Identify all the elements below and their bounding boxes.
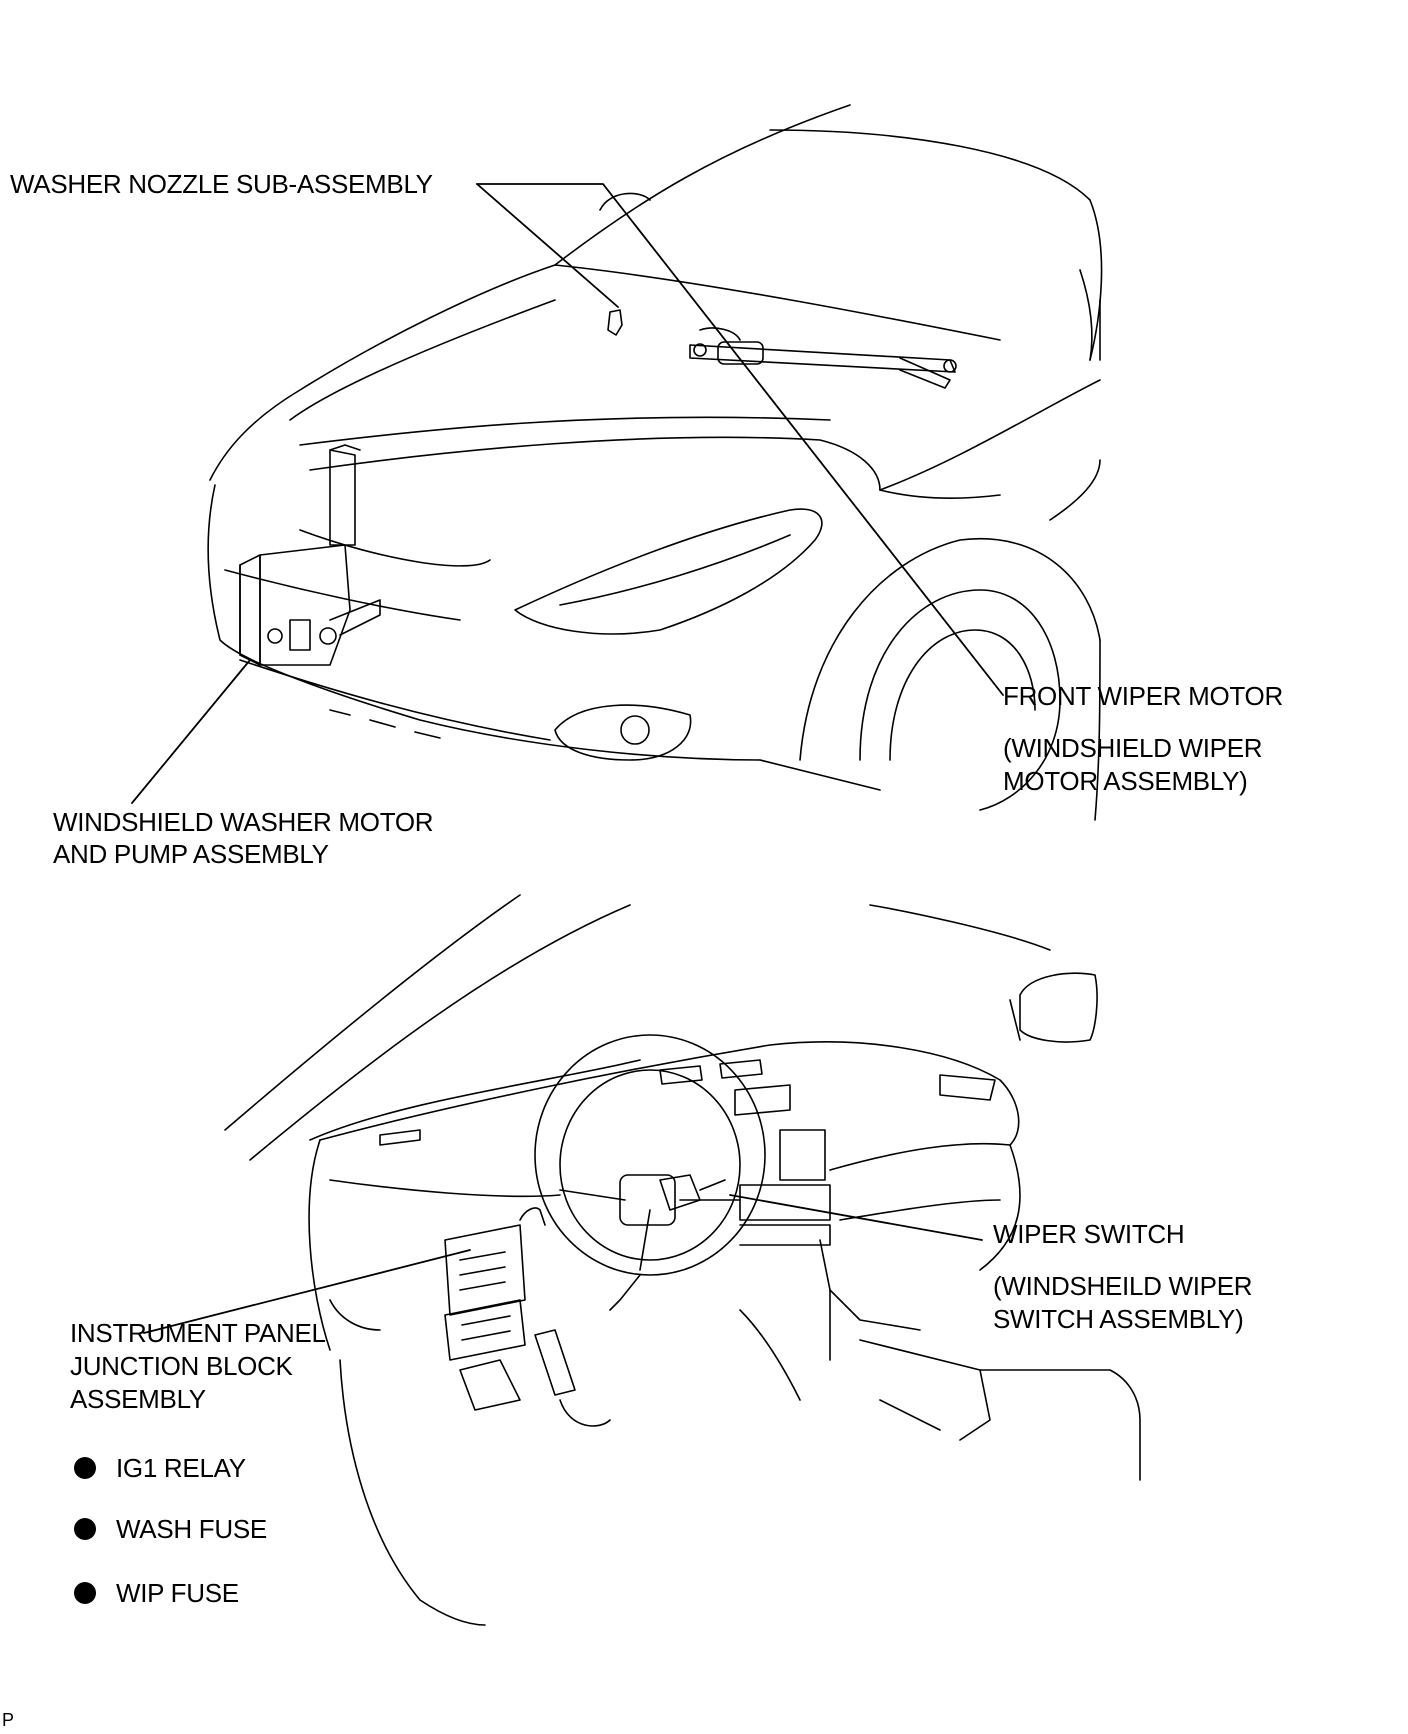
- footer-code: P: [2, 1710, 15, 1730]
- dashboard-illustration: [224, 894, 1141, 1626]
- label-junction-block-1: INSTRUMENT PANEL: [70, 1318, 326, 1348]
- label-junction-block-2: JUNCTION BLOCK: [70, 1351, 293, 1381]
- leader-lines: [131, 183, 1004, 1334]
- bullet-dot-icon: [74, 1518, 96, 1540]
- bullet-wip-fuse: WIP FUSE: [74, 1576, 239, 1610]
- label-front-wiper-motor-sub-1: (WINDSHIELD WIPER: [1003, 733, 1263, 763]
- label-washer-motor-2: AND PUMP ASSEMBLY: [53, 839, 329, 869]
- bullet-label: WASH FUSE: [116, 1513, 267, 1544]
- bullet-label: IG1 RELAY: [116, 1452, 246, 1483]
- bullet-label: WIP FUSE: [116, 1577, 239, 1608]
- bullet-dot-icon: [74, 1457, 96, 1479]
- car-front-illustration: [207, 104, 1103, 821]
- label-wiper-switch: WIPER SWITCH: [993, 1219, 1185, 1249]
- bullet-ig1-relay: IG1 RELAY: [74, 1451, 246, 1485]
- label-front-wiper-motor: FRONT WIPER MOTOR: [1003, 681, 1283, 711]
- label-wiper-switch-sub-2: SWITCH ASSEMBLY): [993, 1304, 1244, 1334]
- label-washer-nozzle: WASHER NOZZLE SUB-ASSEMBLY: [10, 169, 433, 199]
- bullet-dot-icon: [74, 1582, 96, 1604]
- label-junction-block-3: ASSEMBLY: [70, 1384, 206, 1414]
- label-front-wiper-motor-sub-2: MOTOR ASSEMBLY): [1003, 766, 1248, 796]
- label-washer-motor-1: WINDSHIELD WASHER MOTOR: [53, 807, 434, 837]
- label-wiper-switch-sub-1: (WINDSHEILD WIPER: [993, 1271, 1253, 1301]
- bullet-wash-fuse: WASH FUSE: [74, 1512, 267, 1546]
